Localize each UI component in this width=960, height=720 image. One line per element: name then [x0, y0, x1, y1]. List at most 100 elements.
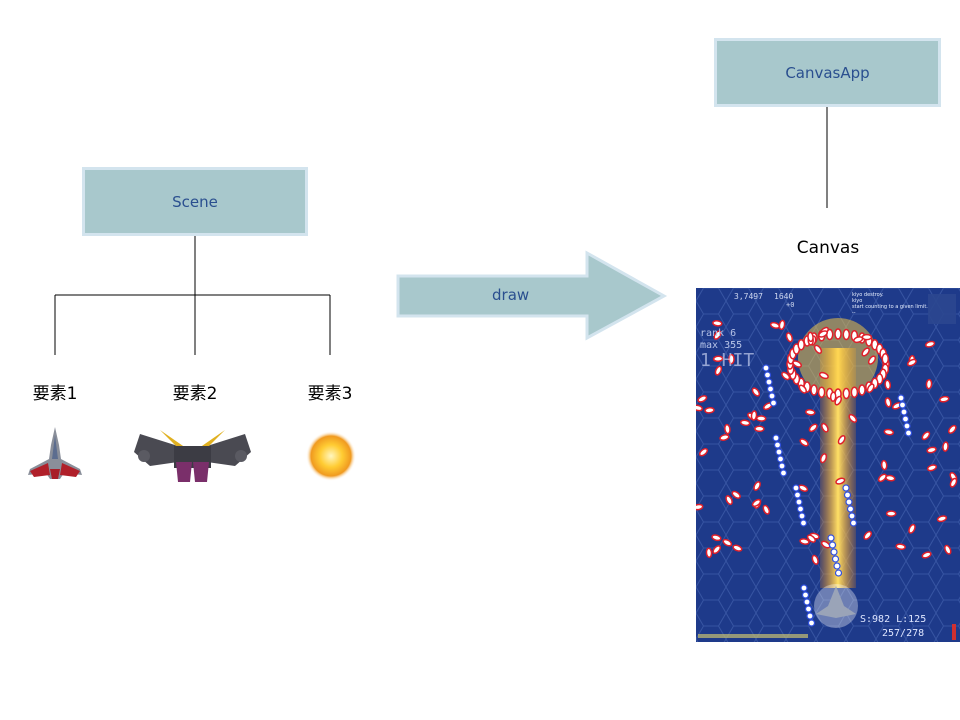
bullet [808, 423, 818, 433]
bullet [830, 548, 838, 556]
draw-label: draw [492, 286, 530, 304]
bullet [926, 446, 937, 454]
bullet [792, 360, 802, 368]
element-3-label: 要素3 [307, 384, 353, 404]
bullet [796, 505, 805, 513]
bullet [944, 544, 952, 555]
bullet [949, 477, 958, 488]
bullet [858, 384, 866, 396]
hiscore-top: 1640 [774, 292, 793, 301]
bullet [724, 423, 731, 435]
bullet [846, 505, 855, 513]
bullet [901, 415, 910, 423]
bullet [834, 328, 842, 340]
bullet [926, 464, 938, 472]
bullet [884, 379, 892, 390]
bullet [813, 344, 823, 354]
bullet [921, 431, 931, 441]
bullet [897, 394, 905, 402]
bullet [793, 491, 802, 499]
status-text: S:982 L:125 [860, 614, 926, 625]
bullet [769, 399, 778, 407]
bullet [861, 347, 870, 357]
message-line-4: -- [852, 310, 856, 316]
bullet [833, 562, 841, 570]
canvas-label: Canvas [796, 238, 860, 258]
bullet [877, 473, 887, 483]
bullet [818, 371, 829, 380]
bullet [739, 419, 751, 427]
hit-text: 1 HIT [700, 350, 754, 371]
bullet [804, 605, 813, 613]
plus-score: +0 [786, 301, 794, 309]
bullet [778, 319, 786, 331]
bullet [698, 447, 709, 457]
bullet [907, 358, 917, 367]
bullet [792, 484, 800, 492]
bullet [800, 584, 808, 592]
bullet [925, 378, 933, 390]
bullet [712, 355, 724, 363]
bullet [942, 441, 949, 452]
bullet [845, 498, 853, 506]
explosion-sprite [306, 431, 356, 481]
message-line-2: kiyo [852, 298, 862, 304]
bullet [785, 332, 793, 343]
bullet [842, 387, 851, 400]
bullet [827, 534, 835, 542]
bullet [798, 384, 807, 394]
bullet [837, 435, 846, 445]
bullet [936, 515, 948, 523]
bullet [924, 340, 936, 348]
bullet [843, 491, 852, 499]
bullet [731, 490, 741, 499]
canvasapp-label: CanvasApp [785, 63, 870, 82]
bullet [849, 519, 858, 527]
bullet [842, 484, 850, 492]
bullet [850, 386, 859, 398]
bullet [696, 404, 703, 412]
bullet [898, 401, 907, 409]
player-ship [814, 584, 858, 628]
bullet [848, 413, 858, 423]
element-2-label: 要素2 [172, 384, 218, 404]
bullet [712, 320, 723, 327]
max-text: max 355 [700, 340, 742, 351]
bullet [779, 469, 788, 477]
bullet [766, 385, 775, 393]
bullet [821, 422, 829, 433]
bullet-field [696, 319, 958, 627]
bullet [848, 512, 856, 520]
rank-text: rank 6 [700, 328, 736, 339]
bullet [817, 386, 826, 398]
bullet [773, 441, 782, 449]
bullet [801, 591, 810, 599]
bullet [751, 387, 761, 397]
bullet [806, 534, 816, 543]
bullet [828, 541, 837, 549]
bullet [704, 407, 715, 414]
bullet [728, 353, 735, 365]
bullet [755, 415, 767, 422]
bullet [797, 338, 805, 351]
bullet [811, 554, 819, 565]
power-gauge [698, 634, 808, 638]
bullet [798, 484, 809, 492]
bullet [867, 355, 877, 365]
bullet [754, 425, 765, 433]
bullet [725, 495, 733, 506]
bullet [778, 462, 786, 470]
bullet [900, 408, 908, 416]
bullet [895, 543, 906, 551]
bullet [798, 512, 806, 520]
bullet [831, 555, 840, 563]
life-gauge [952, 624, 956, 640]
bullet [705, 547, 713, 559]
bullet [696, 503, 704, 511]
bullet [880, 459, 888, 471]
bullet [750, 410, 758, 421]
bullet [807, 331, 814, 343]
canvasapp-box: CanvasApp [714, 38, 941, 107]
bullet [776, 455, 785, 463]
